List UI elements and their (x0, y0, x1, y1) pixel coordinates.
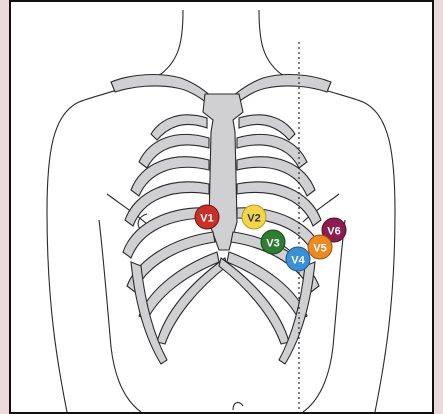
electrode-v3[interactable]: V3 (261, 230, 285, 254)
electrode-v4-label: V4 (291, 255, 305, 267)
electrode-v2[interactable]: V2 (242, 205, 266, 229)
electrode-v4[interactable]: V4 (286, 247, 310, 271)
electrode-v3-label: V3 (266, 238, 279, 250)
electrode-v2-label: V2 (247, 213, 260, 225)
electrode-v6-label: V6 (327, 226, 340, 238)
navel-outline (233, 403, 243, 410)
electrode-v1[interactable]: V1 (195, 205, 219, 229)
diagram-panel: .b { fill:#d0d0d3; stroke:#2a2a2a; strok… (9, 0, 434, 414)
electrode-v5-label: V5 (313, 243, 326, 255)
chest-diagram: .b { fill:#d0d0d3; stroke:#2a2a2a; strok… (11, 2, 432, 412)
electrode-v5[interactable]: V5 (308, 235, 332, 259)
electrode-v1-label: V1 (200, 213, 213, 225)
